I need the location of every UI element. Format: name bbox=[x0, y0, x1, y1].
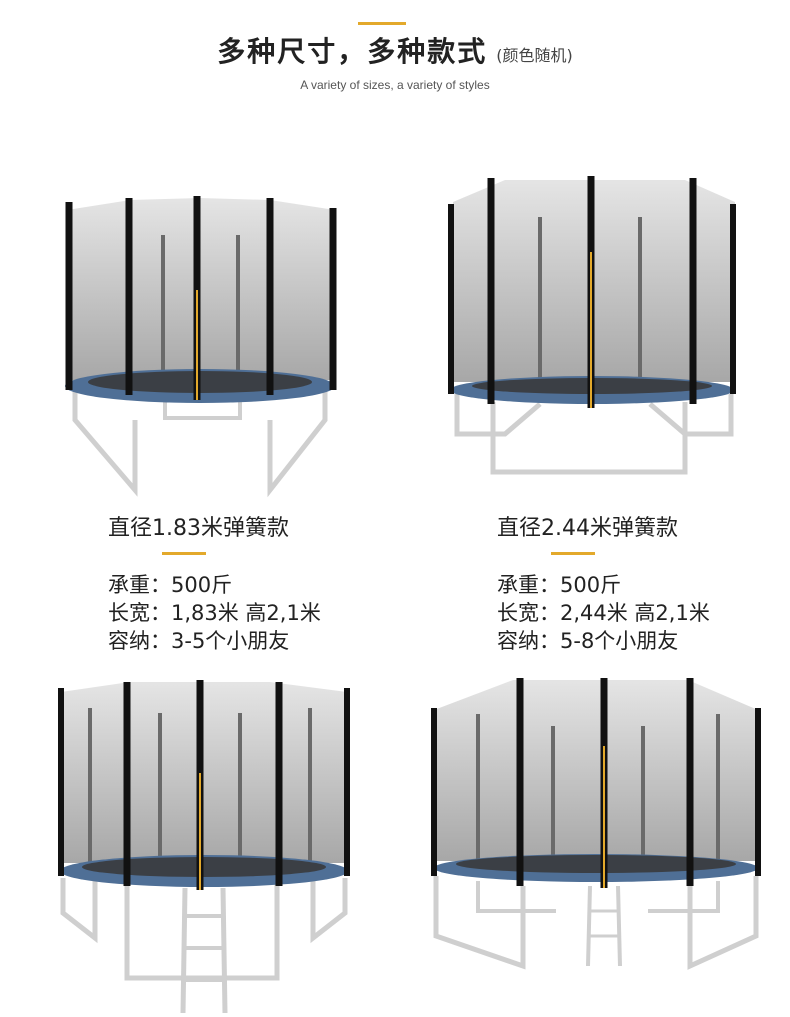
trampoline-icon bbox=[58, 680, 350, 1013]
trampoline-small-image bbox=[55, 190, 355, 500]
title-note: (颜色随机) bbox=[496, 46, 573, 65]
spec-size: 长宽：2,44米 高2,1米 bbox=[497, 601, 710, 625]
spec-capacity: 容纳：3-5个小朋友 bbox=[108, 629, 290, 653]
spec-accent-bar bbox=[162, 552, 206, 555]
spec-accent-bar bbox=[551, 552, 595, 555]
spec-block-small: 直径1.83米弹簧款 承重：500斤 长宽：1,83米 高2,1米 容纳：3-5… bbox=[108, 510, 321, 655]
spec-name: 直径1.83米弹簧款 bbox=[108, 516, 289, 541]
spec-name: 直径2.44米弹簧款 bbox=[497, 516, 678, 541]
trampoline-icon bbox=[431, 678, 761, 970]
spec-capacity: 容纳：5-8个小朋友 bbox=[497, 629, 679, 653]
page-subtitle: A variety of sizes, a variety of styles bbox=[300, 78, 490, 92]
trampoline-ladder-small-image bbox=[55, 678, 355, 1013]
spec-block-large: 直径2.44米弹簧款 承重：500斤 长宽：2,44米 高2,1米 容纳：5-8… bbox=[497, 510, 710, 655]
spec-load: 承重：500斤 bbox=[108, 573, 233, 597]
spec-load: 承重：500斤 bbox=[497, 573, 622, 597]
page-title: 多种尺寸，多种款式 (颜色随机) bbox=[0, 30, 790, 70]
title-main: 多种尺寸，多种款式 bbox=[217, 35, 488, 68]
trampoline-large-image bbox=[445, 172, 745, 482]
title-accent-bar bbox=[358, 22, 406, 25]
trampoline-icon bbox=[448, 176, 736, 475]
trampoline-ladder-large-image bbox=[428, 676, 763, 1006]
spec-size: 长宽：1,83米 高2,1米 bbox=[108, 601, 321, 625]
trampoline-icon bbox=[65, 196, 337, 498]
